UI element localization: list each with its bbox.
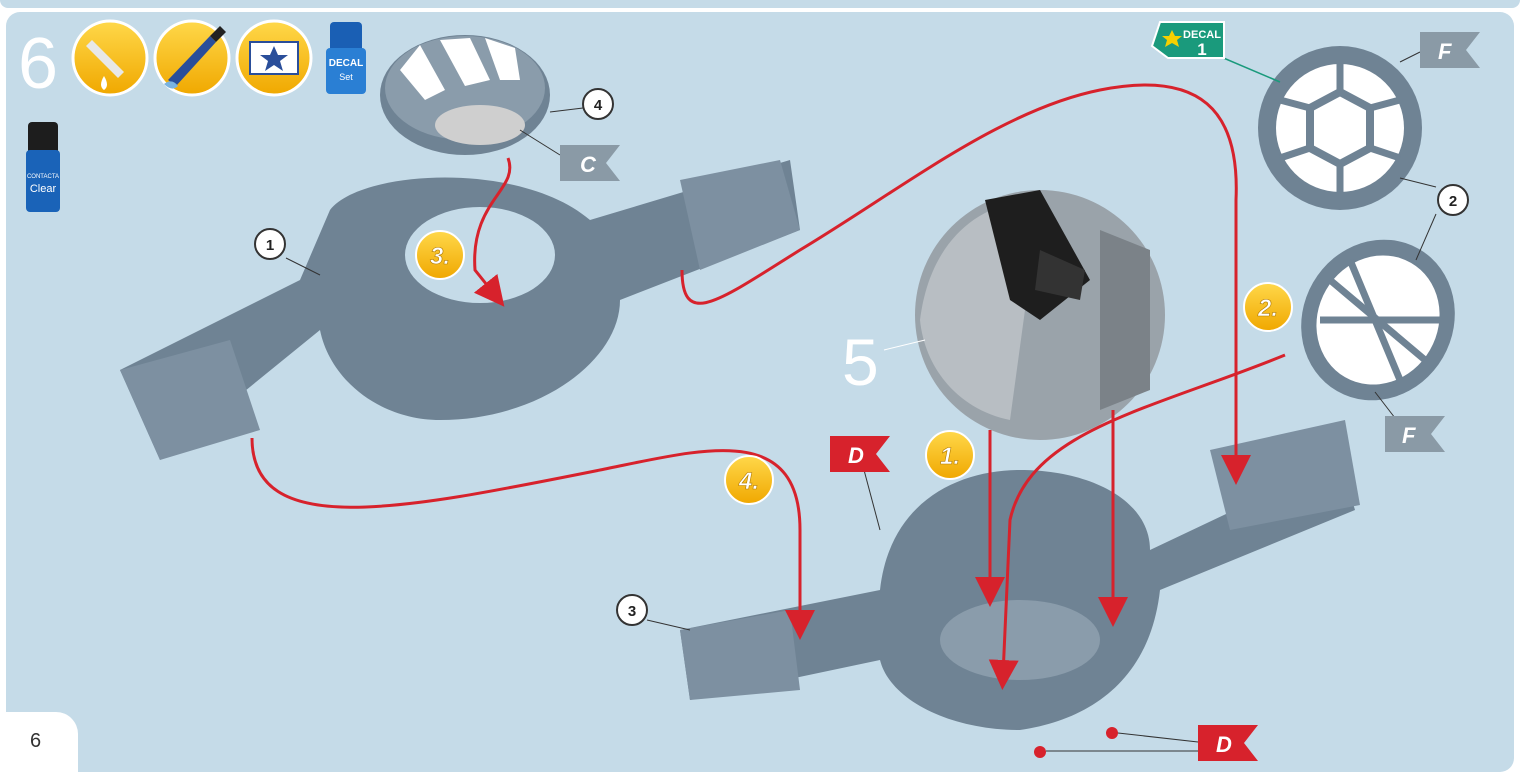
decal-bottle-sublabel: Set [339, 72, 353, 82]
order-badge-2: 2. [1244, 283, 1292, 331]
paint-flag-f-bottom: F [1375, 392, 1445, 452]
svg-text:D: D [848, 443, 864, 468]
order-badge-1: 1. [926, 431, 974, 479]
paintbrush-icon [155, 21, 229, 95]
svg-text:5: 5 [842, 325, 879, 399]
svg-text:F: F [1438, 39, 1452, 64]
upper-hull-part [120, 160, 800, 460]
svg-text:2: 2 [1449, 193, 1457, 210]
clear-varnish-bottle-icon: CONTACTA Clear [26, 122, 60, 212]
decal-set-bottle-icon: DECAL Set [326, 22, 366, 94]
paint-flag-d-bottom: D [1046, 725, 1258, 761]
order-badge-3: 3. [416, 231, 464, 279]
svg-text:2.: 2. [1257, 295, 1278, 322]
canopy-part [380, 35, 550, 155]
svg-text:F: F [1402, 423, 1416, 448]
arrow-wing-to-lower [252, 438, 800, 625]
paint-flag-f-top: F [1400, 32, 1480, 68]
clear-bottle-label: Clear [30, 183, 57, 195]
wing-window-top-part [1258, 46, 1422, 210]
callout-4: 4 [550, 89, 613, 119]
decal-sheet-icon [237, 21, 311, 95]
clear-bottle-brand: CONTACTA [27, 174, 59, 180]
svg-text:4: 4 [594, 97, 603, 114]
decal-bottle-label: DECAL [329, 58, 363, 69]
svg-text:3: 3 [628, 603, 636, 620]
svg-text:1.: 1. [940, 443, 960, 470]
cockpit-ball-part [915, 190, 1165, 440]
svg-text:4.: 4. [738, 468, 759, 495]
svg-text:D: D [1216, 732, 1232, 757]
glue-drop-icon [73, 21, 147, 95]
svg-text:1: 1 [1197, 40, 1206, 59]
page-number: 6 [30, 730, 41, 753]
paint-flag-c: C [520, 130, 620, 181]
decal-tag: DECAL 1 [1152, 22, 1280, 82]
paint-flag-d-left: D [830, 436, 890, 530]
svg-text:C: C [580, 152, 597, 177]
svg-text:1: 1 [266, 237, 274, 254]
svg-text:3.: 3. [430, 243, 450, 270]
step-number: 6 [18, 24, 58, 104]
order-badge-4: 4. [725, 456, 773, 504]
callout-5: 5 [842, 325, 925, 399]
callout-3: 3 [617, 595, 690, 630]
